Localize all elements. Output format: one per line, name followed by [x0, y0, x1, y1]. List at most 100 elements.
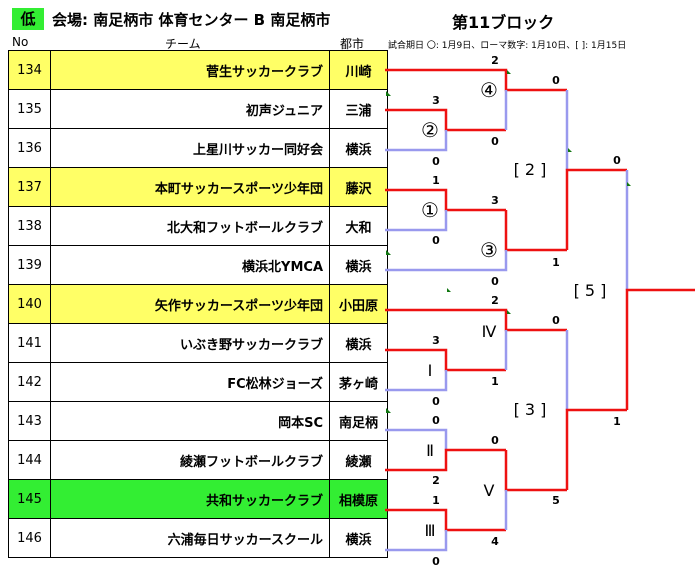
team-city: 川崎 [329, 50, 388, 90]
bracket-line [385, 130, 448, 152]
score: 1 [552, 256, 560, 269]
scores: 2 0 3 0 1 0 3 0 0 1 2 1 3 0 0 2 1 0 0 4 … [432, 54, 621, 568]
score: 0 [432, 155, 440, 168]
junction-marker [507, 70, 511, 74]
bracket-line [565, 408, 627, 490]
team-name: いぶき野サッカークラブ [50, 323, 330, 363]
match-label-r5: Ⅴ [484, 481, 495, 500]
score: 0 [432, 395, 440, 408]
score: 5 [552, 494, 560, 507]
match-label-b5: [ 5 ] [574, 281, 607, 300]
match-label-4: ④ [480, 78, 498, 102]
score: 0 [552, 74, 560, 87]
score: 1 [613, 415, 621, 428]
junction-markers [447, 70, 631, 314]
team-city: 綾瀬 [329, 440, 388, 480]
team-name: 本町サッカースポーツ少年団 [50, 167, 330, 207]
team-city: 大和 [329, 206, 388, 246]
team-name: 菅生サッカークラブ [50, 50, 330, 90]
venue-title: 会場: 南足柄市 体育センター B 南足柄市 [52, 11, 331, 29]
match-label-3: ③ [480, 238, 498, 262]
junction-marker [447, 288, 451, 292]
team-number: 136 [8, 128, 51, 168]
score: 0 [432, 234, 440, 247]
score: 0 [491, 275, 499, 288]
column-header-city: 都市 [340, 37, 365, 51]
score: 1 [432, 494, 440, 507]
schedule-legend: 試合期日 〇: 1月9日、ローマ数字: 1月10日、[ ]: 1月15日 [388, 41, 627, 51]
row-marker [386, 408, 391, 413]
junction-marker [627, 182, 631, 186]
match-label-b3: [ 3 ] [514, 400, 547, 419]
match-label-b2: [ 2 ] [514, 160, 547, 179]
score: 0 [432, 555, 440, 568]
score: 0 [552, 314, 560, 327]
bracket-line [385, 508, 506, 532]
match-labels: ④ ② ① ③ Ⅳ Ⅰ Ⅱ Ⅴ Ⅲ [ 2 ] [ 3 ] [ 5 ] [421, 78, 606, 540]
column-header-no: No [12, 35, 29, 49]
team-city: 横浜 [329, 518, 388, 558]
team-number: 139 [8, 245, 51, 285]
round3-lines [565, 90, 695, 490]
bracket-line [385, 370, 448, 392]
score: 2 [432, 474, 440, 487]
bracket-line [565, 168, 627, 250]
match-label-2: ② [421, 118, 439, 142]
team-number: 140 [8, 284, 51, 324]
team-number: 141 [8, 323, 51, 363]
score: 2 [491, 54, 499, 67]
team-city: 横浜 [329, 128, 388, 168]
match-label-r1: Ⅰ [428, 361, 433, 380]
column-header-team: チーム [165, 37, 201, 51]
round2-lines [385, 68, 567, 530]
score: 3 [432, 334, 440, 347]
score: 0 [613, 154, 621, 167]
junction-marker [568, 148, 572, 152]
team-city: 小田原 [329, 284, 388, 324]
team-name: 六浦毎日サッカースクール [50, 518, 330, 558]
score: 0 [491, 434, 499, 447]
team-number: 142 [8, 362, 51, 402]
score: 3 [491, 194, 499, 207]
bracket-line [385, 428, 448, 450]
team-city: 相模原 [329, 479, 388, 519]
round1-lines [385, 108, 506, 552]
row-marker [386, 91, 391, 96]
score: 2 [491, 294, 499, 307]
score: 4 [491, 535, 499, 548]
team-number: 146 [8, 518, 51, 558]
bracket-line [385, 348, 506, 372]
team-city: 三浦 [329, 89, 388, 129]
team-number: 135 [8, 89, 51, 129]
bracket-line [385, 68, 567, 92]
match-label-1: ① [421, 198, 439, 222]
team-name: 上星川サッカー同好会 [50, 128, 330, 168]
bracket-line [385, 188, 506, 212]
team-name: 矢作サッカースポーツ少年団 [50, 284, 330, 324]
score: 1 [491, 375, 499, 388]
bracket-line [625, 288, 695, 410]
level-badge: 低 [12, 8, 44, 30]
bracket-line [385, 250, 508, 272]
team-number: 134 [8, 50, 51, 90]
match-label-r4: Ⅳ [482, 322, 497, 341]
bracket-line [385, 108, 506, 132]
bracket-line [385, 210, 448, 232]
score: 0 [491, 135, 499, 148]
match-label-r2: Ⅱ [426, 441, 434, 460]
bracket-line [385, 530, 448, 552]
team-number: 137 [8, 167, 51, 207]
block-title: 第11ブロック [452, 13, 555, 32]
team-name: 岡本SC [50, 401, 330, 441]
